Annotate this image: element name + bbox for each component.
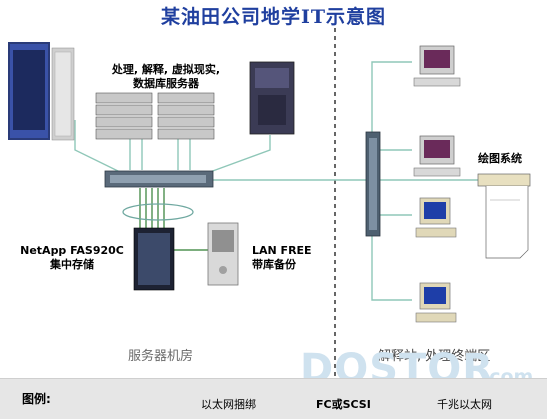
- plotter-icon: [477, 173, 531, 259]
- storage-label: NetApp FAS920C 集中存储: [16, 244, 128, 272]
- servers-label-line1: 处理, 解释, 虚拟现实,: [111, 63, 221, 76]
- legend-bundle-label: 以太网捆绑: [201, 398, 256, 411]
- windows-pc-icon: [415, 197, 457, 323]
- storage-name: NetApp FAS920C: [20, 244, 124, 257]
- core-switch-icon: [104, 170, 214, 188]
- storage-array-icon: [133, 227, 175, 291]
- workstation-icon: [413, 45, 461, 177]
- servers-label: 处理, 解释, 虚拟现实, 数据库服务器: [96, 63, 236, 91]
- storage-desc: 集中存储: [50, 258, 94, 271]
- tape-library-icon: [207, 222, 239, 286]
- lanfree-label: LAN FREE 带库备份: [252, 244, 312, 272]
- tower-server-icon: [249, 61, 295, 135]
- bundle-ellipse: [122, 203, 194, 221]
- legend-title: 图例:: [22, 392, 51, 406]
- server-room-label: 服务器机房: [128, 349, 194, 364]
- legend-bar: [0, 378, 547, 419]
- plotter-label: 绘图系统: [478, 152, 522, 165]
- lanfree-name: LAN FREE: [252, 244, 312, 257]
- server-rack-icon: [8, 42, 75, 141]
- servers-label-line2: 数据库服务器: [133, 77, 199, 90]
- access-switch-icon: [365, 131, 381, 237]
- terminal-zone-label: 解释站, 处理终端区: [378, 349, 491, 364]
- rack-server-icon: [95, 92, 215, 140]
- fc-links: [139, 188, 210, 251]
- page-title: 某油田公司地学IT示意图: [160, 6, 387, 28]
- legend-fc-label: FC或SCSI: [316, 398, 371, 411]
- legend-gigabit-label: 千兆以太网: [437, 398, 492, 411]
- lanfree-desc: 带库备份: [252, 258, 296, 271]
- gigabit-links: [74, 61, 478, 301]
